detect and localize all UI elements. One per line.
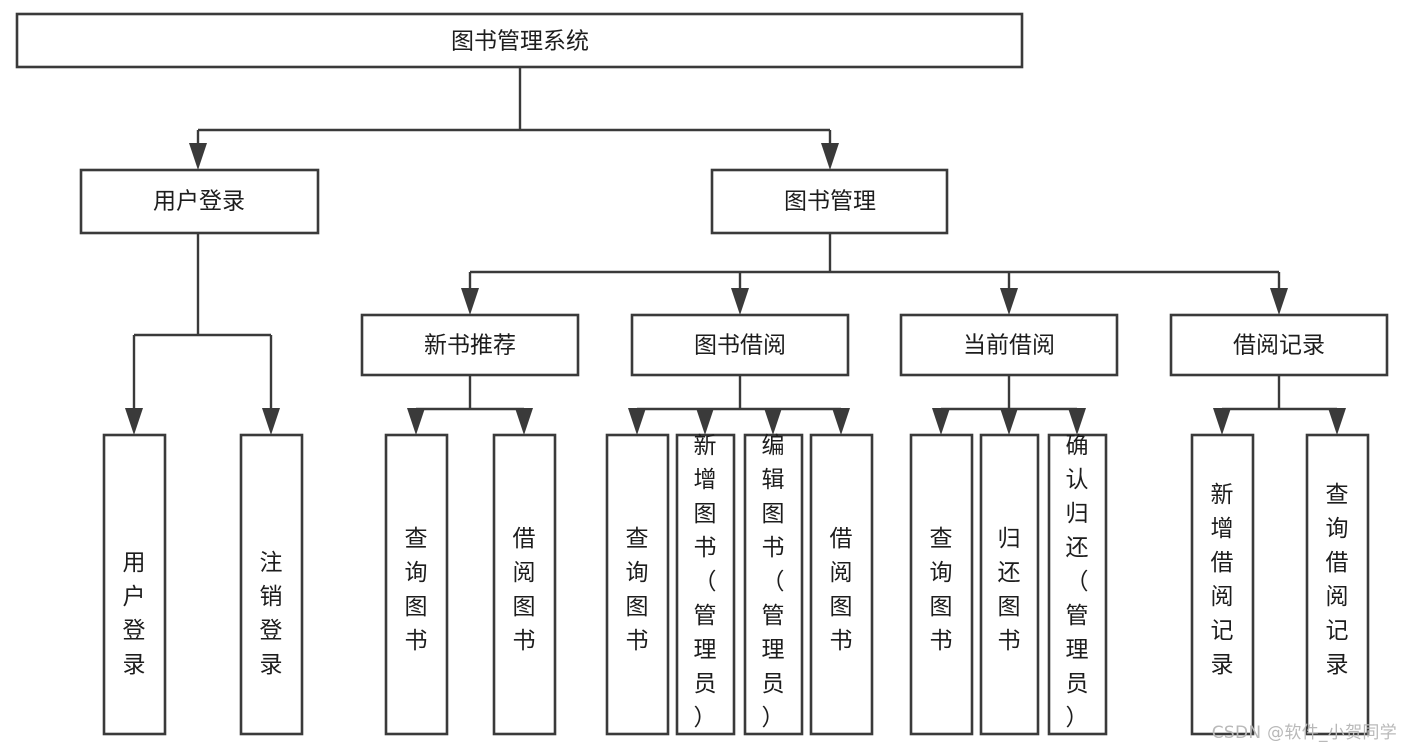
leaf-book-borrow-query-label: 查询图书 [626,526,649,654]
leaf-borrow-record-query[interactable]: 查询借阅记录 [1305,433,1370,736]
leaf-user-login-login-label: 用户登录 [123,550,146,678]
node-new-book-recommend-box[interactable] [360,313,580,377]
arrow-bookmgmt-to-newbook [461,288,479,315]
leaf-book-borrow-query-box[interactable] [605,433,670,736]
leaf-book-borrow-add-label: 新增图书（管理员） [694,433,717,731]
leaf-borrow-record-add-label: 新增借阅记录 [1211,482,1234,678]
arrow-newbook-leaf-2 [515,408,533,435]
arrow-borrowrecord-leaf-2 [1328,408,1346,435]
leaf-book-borrow-add[interactable]: 新增图书（管理员） [675,433,736,736]
arrow-bookborrow-leaf-2 [696,408,714,435]
leaf-new-book-query-box[interactable] [384,433,449,736]
node-root-system-label: 图书管理系统 [451,29,589,55]
leaf-current-borrow-query[interactable]: 查询图书 [909,433,974,736]
leaf-book-borrow-borrow-label: 借阅图书 [830,526,853,654]
arrow-bookborrow-leaf-4 [832,408,850,435]
node-current-borrow[interactable]: 当前借阅 [899,313,1119,377]
node-user-login-label: 用户登录 [153,189,245,215]
arrow-bookmgmt-to-borrowrecord [1270,288,1288,315]
leaf-borrow-record-add-box[interactable] [1190,433,1255,736]
node-new-book-recommend-label: 新书推荐 [424,333,516,359]
arrow-userlogin-leaf-1 [125,408,143,435]
leaf-new-book-borrow[interactable]: 借阅图书 [492,433,557,736]
leaf-current-borrow-return-box[interactable] [979,433,1040,736]
leaf-book-borrow-edit[interactable]: 编辑图书（管理员） [743,433,804,736]
arrow-bookborrow-leaf-3 [764,408,782,435]
arrow-userlogin-leaf-2 [262,408,280,435]
arrow-currentborrow-leaf-3 [1068,408,1086,435]
node-root-system-box[interactable] [15,12,1024,69]
leaf-borrow-record-add[interactable]: 新增借阅记录 [1190,433,1255,736]
leaf-borrow-record-query-label: 查询借阅记录 [1326,482,1349,678]
leaf-current-borrow-confirm-box[interactable] [1047,433,1108,736]
arrow-root-to-bookmgmt [821,143,839,170]
leaf-new-book-borrow-box[interactable] [492,433,557,736]
node-book-borrow[interactable]: 图书借阅 [630,313,850,377]
arrow-newbook-leaf-1 [407,408,425,435]
node-user-login[interactable]: 用户登录 [79,168,320,235]
arrow-borrowrecord-leaf-1 [1213,408,1231,435]
arrow-root-to-userlogin [189,143,207,170]
leaf-new-book-borrow-label: 借阅图书 [513,526,536,654]
node-borrow-record-box[interactable] [1169,313,1389,377]
node-book-borrow-label: 图书借阅 [694,333,786,359]
arrow-bookmgmt-to-currentborrow [1000,288,1018,315]
leaf-user-login-logout-label: 注销登录 [260,550,283,678]
csdn-watermark: CSDN @软件_小贺同学 [1211,723,1397,743]
arrow-bookmgmt-to-bookborrow [731,288,749,315]
arrow-bookborrow-leaf-1 [628,408,646,435]
leaf-book-borrow-query[interactable]: 查询图书 [605,433,670,736]
node-current-borrow-box[interactable] [899,313,1119,377]
node-book-management-label: 图书管理 [784,189,876,215]
leaf-current-borrow-return[interactable]: 归还图书 [979,433,1040,736]
arrow-currentborrow-leaf-2 [1000,408,1018,435]
leaf-book-borrow-borrow[interactable]: 借阅图书 [809,433,874,736]
leaf-current-borrow-confirm[interactable]: 确认归还（管理员） [1047,433,1108,736]
leaf-book-borrow-edit-label: 编辑图书（管理员） [762,433,785,731]
node-book-management[interactable]: 图书管理 [710,168,949,235]
leaf-new-book-query-label: 查询图书 [405,526,428,654]
leaf-new-book-query[interactable]: 查询图书 [384,433,449,736]
node-user-login-box[interactable] [79,168,320,235]
leaf-current-borrow-query-label: 查询图书 [930,526,953,654]
node-borrow-record[interactable]: 借阅记录 [1169,313,1389,377]
leaf-user-login-logout-box[interactable] [239,433,304,736]
leaf-current-borrow-return-label: 归还图书 [998,526,1021,654]
node-book-borrow-box[interactable] [630,313,850,377]
connector-layer [125,67,1346,435]
leaf-current-borrow-query-box[interactable] [909,433,974,736]
arrow-currentborrow-leaf-1 [932,408,950,435]
leaf-user-login-login[interactable]: 用户登录 [102,433,167,736]
node-root-system[interactable]: 图书管理系统 [15,12,1024,69]
leaf-user-login-logout[interactable]: 注销登录 [239,433,304,736]
leaf-book-borrow-edit-box[interactable] [743,433,804,736]
leaf-borrow-record-query-box[interactable] [1305,433,1370,736]
node-current-borrow-label: 当前借阅 [963,333,1055,359]
leaf-book-borrow-add-box[interactable] [675,433,736,736]
node-borrow-record-label: 借阅记录 [1233,333,1325,359]
leaf-user-login-login-box[interactable] [102,433,167,736]
leaf-book-borrow-borrow-box[interactable] [809,433,874,736]
node-book-management-box[interactable] [710,168,949,235]
node-new-book-recommend[interactable]: 新书推荐 [360,313,580,377]
leaf-current-borrow-confirm-label: 确认归还（管理员） [1066,433,1089,731]
